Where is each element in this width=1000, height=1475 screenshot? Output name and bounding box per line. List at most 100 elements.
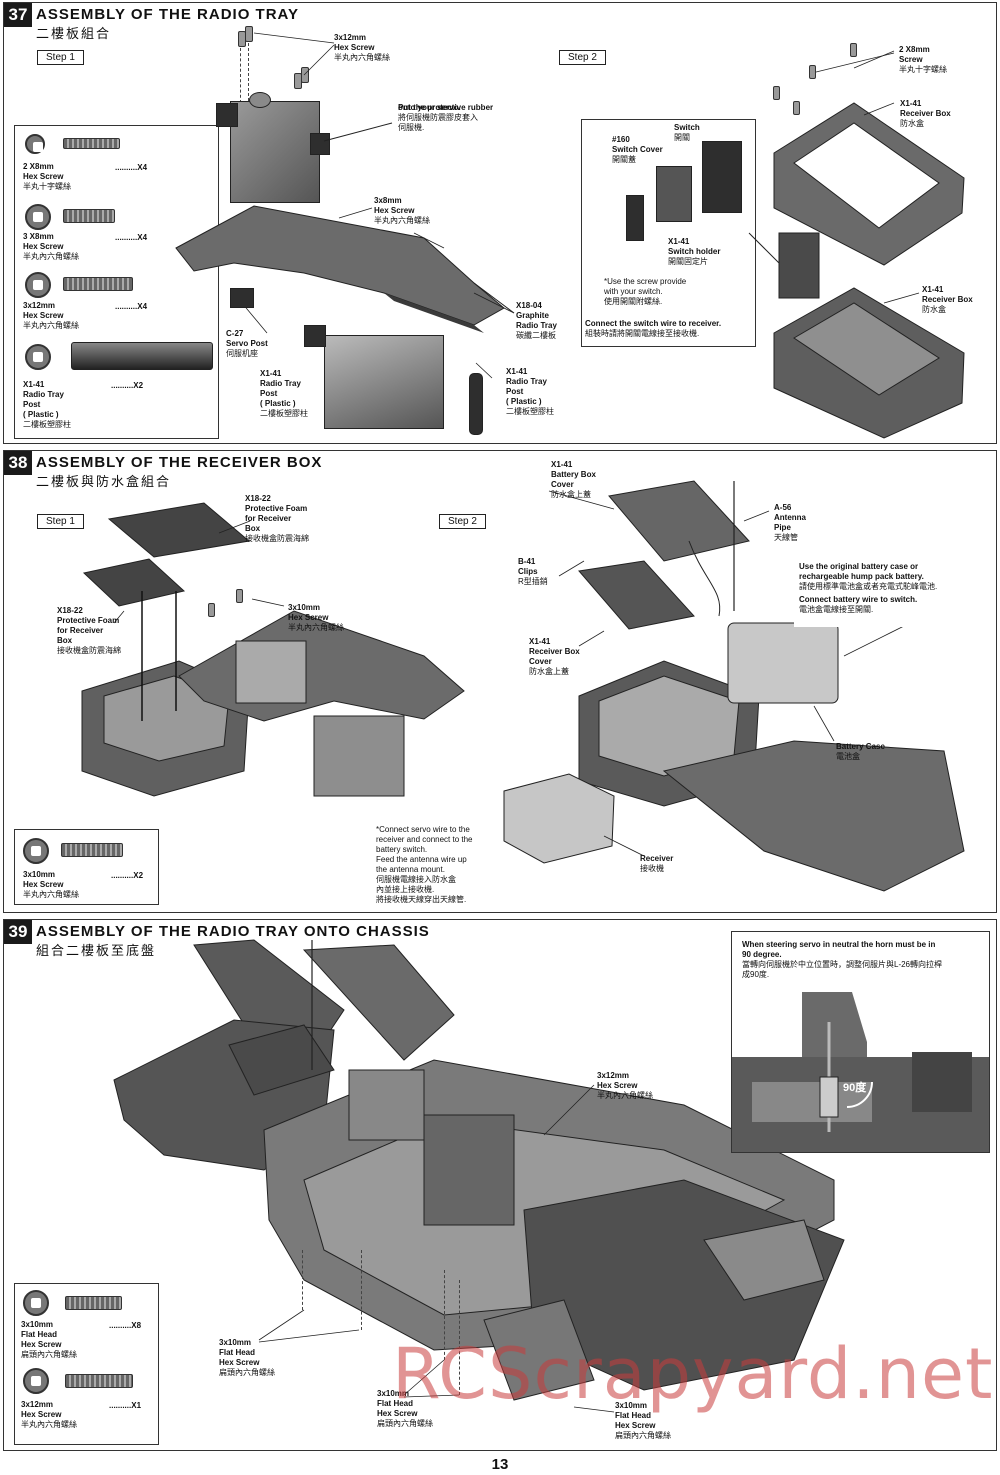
hw-qty: ..........X1: [109, 1401, 142, 1410]
servo-neutral-inset: When steering servo in neutral the horn …: [731, 931, 990, 1153]
hex-nut-icon: [25, 272, 51, 298]
section-subtitle: 組合二樓板至底盤: [36, 943, 157, 958]
step-1-label: Step 1: [37, 50, 84, 65]
section-title: ASSEMBLY OF THE RADIO TRAY ONTO CHASSIS: [36, 923, 430, 940]
section-number: 38: [4, 451, 32, 475]
angle-90-label: 90度: [843, 1082, 867, 1094]
section-title: ASSEMBLY OF THE RADIO TRAY: [36, 6, 299, 23]
hw-qty: ..........X4: [115, 302, 148, 311]
servo-gear: [249, 92, 271, 108]
hw-qty: ..........X2: [111, 381, 144, 390]
screw-icon: [65, 1296, 122, 1310]
guide-line: [444, 1270, 445, 1360]
post-end-icon: [25, 344, 51, 370]
guide-line: [302, 1250, 303, 1310]
screw: [245, 26, 253, 42]
hw-qty: ..........X4: [115, 163, 148, 172]
section-38: 38 ASSEMBLY OF THE RECEIVER BOX 二樓板與防水盒組…: [3, 450, 997, 913]
radio-tray-post: [469, 373, 483, 435]
step-2-label: Step 2: [559, 50, 606, 65]
screw-icon: [63, 138, 120, 149]
guide-line: [459, 1280, 460, 1395]
label-connect-switch: Connect the switch wire to receiver.組裝時請…: [585, 319, 722, 338]
section-subtitle: 二樓板與防水盒組合: [36, 474, 172, 489]
switch: [702, 141, 742, 213]
screw: [850, 43, 857, 57]
watermark: RCScrapyard.net: [392, 1333, 994, 1415]
servo-post-part: [230, 288, 254, 308]
screw-icon: [63, 209, 115, 223]
step-1-label: Step 1: [37, 514, 84, 529]
section-number: 39: [4, 920, 32, 944]
hex-nut-icon: [25, 204, 51, 230]
servo-tab: [216, 103, 238, 127]
hw-qty: ..........X8: [109, 1321, 142, 1330]
guide-line: [240, 48, 241, 103]
screw: [773, 86, 780, 100]
servo-tab: [310, 133, 330, 155]
section-title: ASSEMBLY OF THE RECEIVER BOX: [36, 454, 323, 471]
inset-note: When steering servo in neutral the horn …: [742, 940, 943, 979]
step-2-label: Step 2: [439, 514, 486, 529]
radio-tray-post: [304, 325, 326, 347]
page-number: 13: [491, 1456, 509, 1473]
flat-head-icon: [23, 1290, 49, 1316]
inset-drawing: [732, 992, 989, 1152]
screw-head-icon: [25, 134, 45, 154]
hw-qty: ..........X2: [111, 871, 144, 880]
note-battery: Use the original battery case or recharg…: [794, 559, 961, 627]
section-subtitle: 二樓板組合: [36, 26, 112, 41]
screw-icon: [65, 1374, 133, 1388]
servo: [230, 101, 320, 203]
guide-line: [361, 1250, 362, 1330]
section-number: 37: [4, 3, 32, 27]
servo-lower: [324, 335, 444, 429]
hex-nut-icon: [23, 838, 49, 864]
screw: [236, 589, 243, 603]
note-protective-rubber: Put the protective rubber onto your serv…: [394, 101, 518, 153]
switch-holder: [626, 195, 644, 241]
hex-nut-icon: [23, 1368, 49, 1394]
switch-cover: [656, 166, 692, 222]
hw-qty: ..........X4: [115, 233, 148, 242]
screw: [301, 67, 309, 83]
screw-icon: [63, 277, 133, 291]
screw: [208, 603, 215, 617]
screw: [793, 101, 800, 115]
screw: [809, 65, 816, 79]
post-rod-icon: [71, 342, 213, 370]
